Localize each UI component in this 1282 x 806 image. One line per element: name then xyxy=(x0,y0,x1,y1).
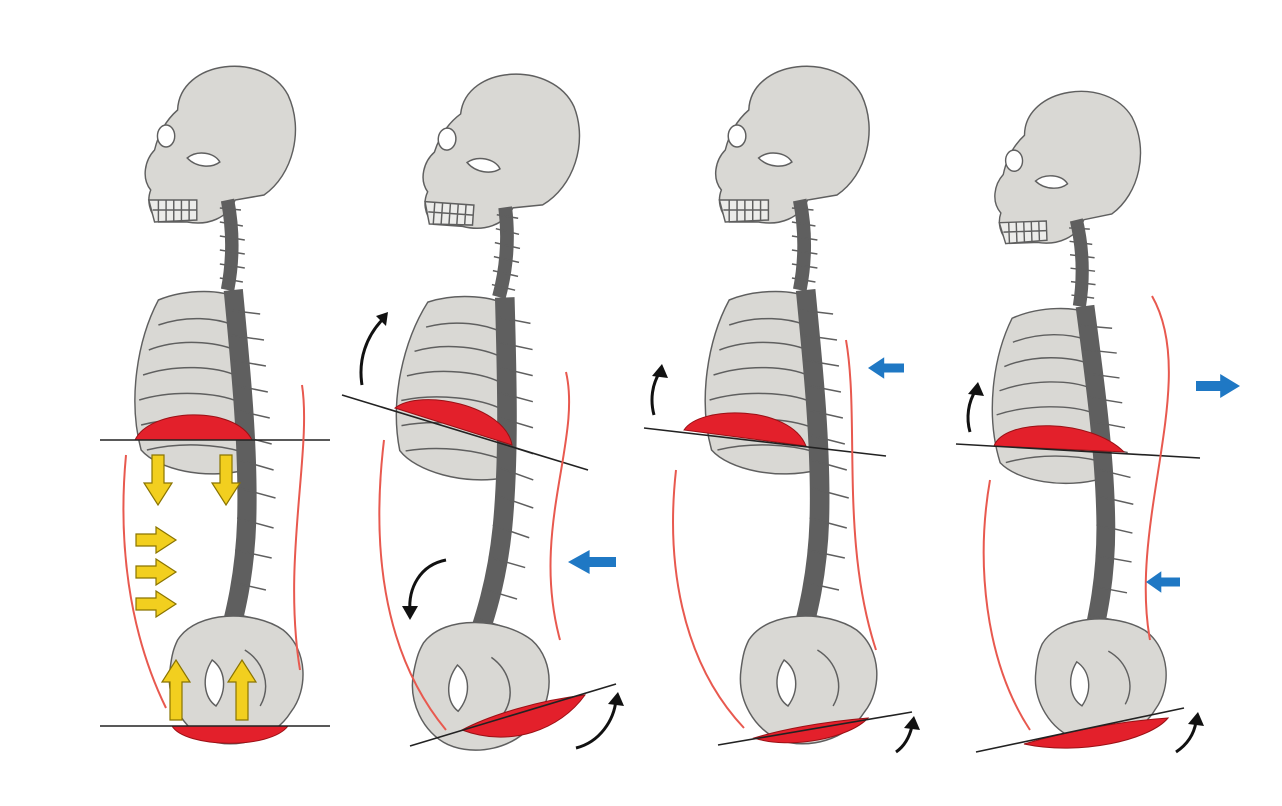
pelvic-plane-line xyxy=(409,683,617,747)
back-muscle-line xyxy=(293,384,306,671)
abdominal-muscle-line xyxy=(378,439,447,731)
diaphragm xyxy=(683,412,807,447)
back-muscle-line xyxy=(1144,295,1170,641)
posture-arrows xyxy=(568,550,616,574)
pelvic-floor xyxy=(171,725,290,744)
panel-3 xyxy=(643,66,920,754)
pelvic-floor xyxy=(460,694,587,738)
skeleton-icon xyxy=(981,89,1168,745)
pelvic-plane-line xyxy=(975,707,1185,753)
curved-arrow-icon xyxy=(359,316,386,386)
skeleton-icon xyxy=(135,66,303,744)
pelvic-plane-line xyxy=(717,711,913,746)
curved-arrow-icon xyxy=(1175,721,1198,754)
abdominal-muscle-line xyxy=(982,479,1031,731)
abdominal-muscle-line xyxy=(672,469,745,729)
panel-2 xyxy=(341,67,624,755)
rotation-arrows xyxy=(650,364,920,754)
curved-arrow-icon xyxy=(895,725,914,754)
posture-arrows xyxy=(1146,374,1240,593)
rotation-arrows xyxy=(966,382,1204,754)
diaphragm xyxy=(134,414,253,441)
diaphragm xyxy=(993,425,1126,453)
diaphragm-plane-line xyxy=(341,394,589,471)
arrow-icon xyxy=(1146,571,1180,593)
posture-arrows xyxy=(868,357,904,379)
diaphragm-plane-line xyxy=(955,443,1201,459)
arrow-icon xyxy=(868,357,904,379)
arrow-icon xyxy=(135,590,177,618)
arrow-icon xyxy=(568,550,616,574)
back-muscle-line xyxy=(845,339,877,651)
diaphragm-plane-line xyxy=(643,427,887,457)
curved-arrow-icon xyxy=(966,389,978,433)
diaphragm xyxy=(393,399,513,446)
arrow-icon xyxy=(1196,374,1240,398)
panel-4 xyxy=(955,89,1240,754)
curved-arrow-icon xyxy=(650,371,662,416)
abdominal-muscle-line xyxy=(122,454,167,709)
panel-1 xyxy=(100,66,330,744)
arrow-icon xyxy=(135,526,177,554)
arrow-icon xyxy=(135,558,177,586)
rotation-arrows xyxy=(359,312,624,750)
curved-arrow-icon xyxy=(408,558,447,613)
curved-arrow-icon xyxy=(575,699,618,750)
back-muscle-line xyxy=(549,371,571,641)
